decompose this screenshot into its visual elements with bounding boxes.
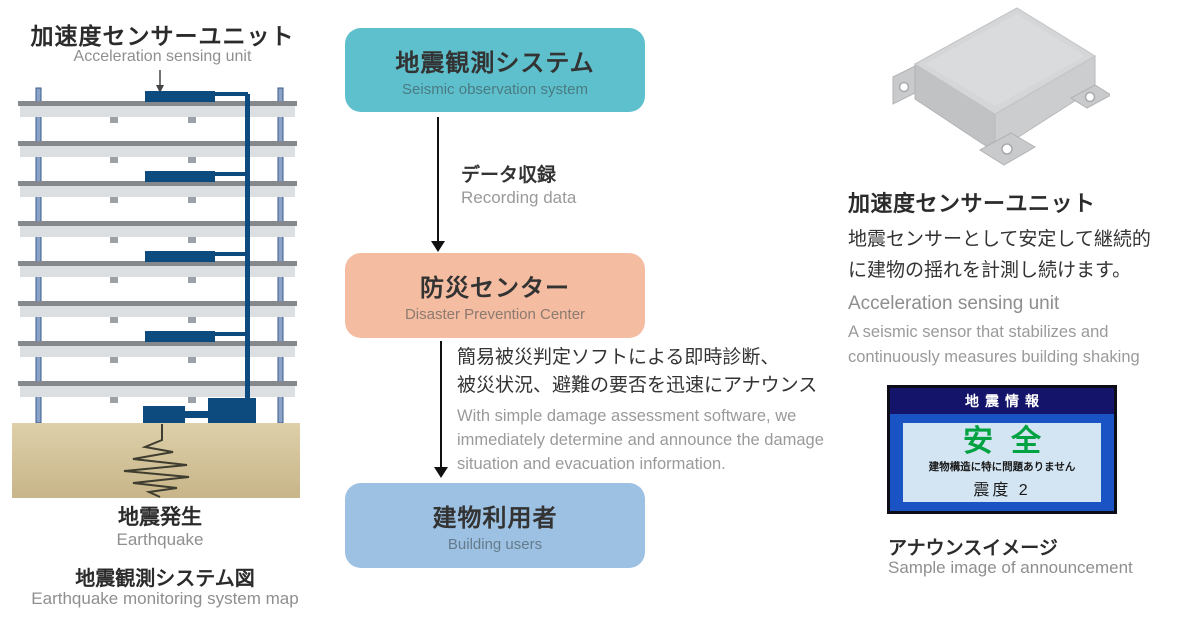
display-header: 地震情報 xyxy=(890,388,1114,414)
flow-box-seismic-observation-system: 地震観測システム Seismic observation system xyxy=(345,28,645,112)
flow-box-disaster-prevention-center: 防災センター Disaster Prevention Center xyxy=(345,253,645,338)
flow-box-1-label-en: Seismic observation system xyxy=(402,80,588,98)
sensor-unit-photo xyxy=(892,7,1110,166)
earthquake-label-en: Earthquake xyxy=(116,530,204,549)
display-status-safe: 安全 xyxy=(963,424,1059,458)
right-sensor-body-jp: 地震センサーとして安定して継続的 に建物の揺れを計測し続けます。 xyxy=(848,224,1151,286)
earthquake-label-jp: 地震発生 xyxy=(118,506,202,529)
flow-box-building-users: 建物利用者 Building users xyxy=(345,483,645,568)
system-map-caption-en: Earthquake monitoring system map xyxy=(31,589,299,608)
down-arrow-icon xyxy=(156,85,164,93)
flow-arrow-2 xyxy=(440,341,442,467)
system-map-caption-jp: 地震観測システム図 xyxy=(75,568,255,590)
display-panel: 安全 建物構造に特に問題ありません 震度 2 xyxy=(903,423,1101,502)
earthquake-zigzag-icon xyxy=(123,424,190,498)
flow-box-3-label-en: Building users xyxy=(447,536,543,553)
building-floors xyxy=(18,91,297,403)
flow-arrow-1-head-icon xyxy=(431,241,445,252)
assessment-note-jp-line1: 簡易被災判定ソフトによる即時診断、 xyxy=(457,347,780,368)
display-message: 建物構造に特に問題ありません xyxy=(928,460,1076,473)
building-column-right xyxy=(277,87,284,424)
right-sensor-body-en: A seismic sensor that stabilizes and con… xyxy=(848,323,1140,366)
display-intensity: 震度 2 xyxy=(973,481,1031,499)
flow-box-3-label-jp: 建物利用者 xyxy=(432,505,558,532)
right-sensor-title-en: Acceleration sensing unit xyxy=(848,293,1060,314)
flow-box-2-label-en: Disaster Prevention Center xyxy=(404,306,586,323)
left-sensor-title-jp: 加速度センサーユニット xyxy=(30,23,295,49)
flow-arrow-1 xyxy=(437,117,439,241)
building-diagram xyxy=(12,70,300,498)
announcement-display: 地震情報 安全 建物構造に特に問題ありません 震度 2 xyxy=(887,385,1117,514)
assessment-note-jp: 簡易被災判定ソフトによる即時診断、 被災状況、避難の要否を迅速にアナウンス xyxy=(457,344,857,400)
assessment-note-en: With simple damage assessment software, … xyxy=(457,407,824,473)
building-column-left xyxy=(35,87,42,424)
right-sensor-body-jp-line2: に建物の揺れを計測し続けます。 xyxy=(848,260,1132,281)
announcement-caption-en: Sample image of announcement xyxy=(888,558,1133,577)
sensor-cable xyxy=(245,94,250,406)
ground xyxy=(12,423,300,498)
right-sensor-body-jp-line1: 地震センサーとして安定して継続的 xyxy=(848,229,1151,250)
left-sensor-title-en: Acceleration sensing unit xyxy=(73,48,252,65)
assessment-note-jp-line2: 被災状況、避難の要否を迅速にアナウンス xyxy=(457,375,818,396)
flow-box-1-label-jp: 地震観測システム xyxy=(395,49,595,77)
right-sensor-title-jp: 加速度センサーユニット xyxy=(848,191,1096,216)
ground-sensor xyxy=(143,406,185,423)
announcement-caption-jp: アナウンスイメージ xyxy=(888,538,1058,559)
recording-data-label-jp: データ収録 xyxy=(461,165,557,186)
ground-sensor-connector xyxy=(185,411,209,418)
flow-arrow-2-head-icon xyxy=(434,467,448,478)
flow-box-2-label-jp: 防災センター xyxy=(420,275,570,302)
recording-data-label-en: Recording data xyxy=(461,188,577,207)
recorder-unit xyxy=(208,398,256,424)
